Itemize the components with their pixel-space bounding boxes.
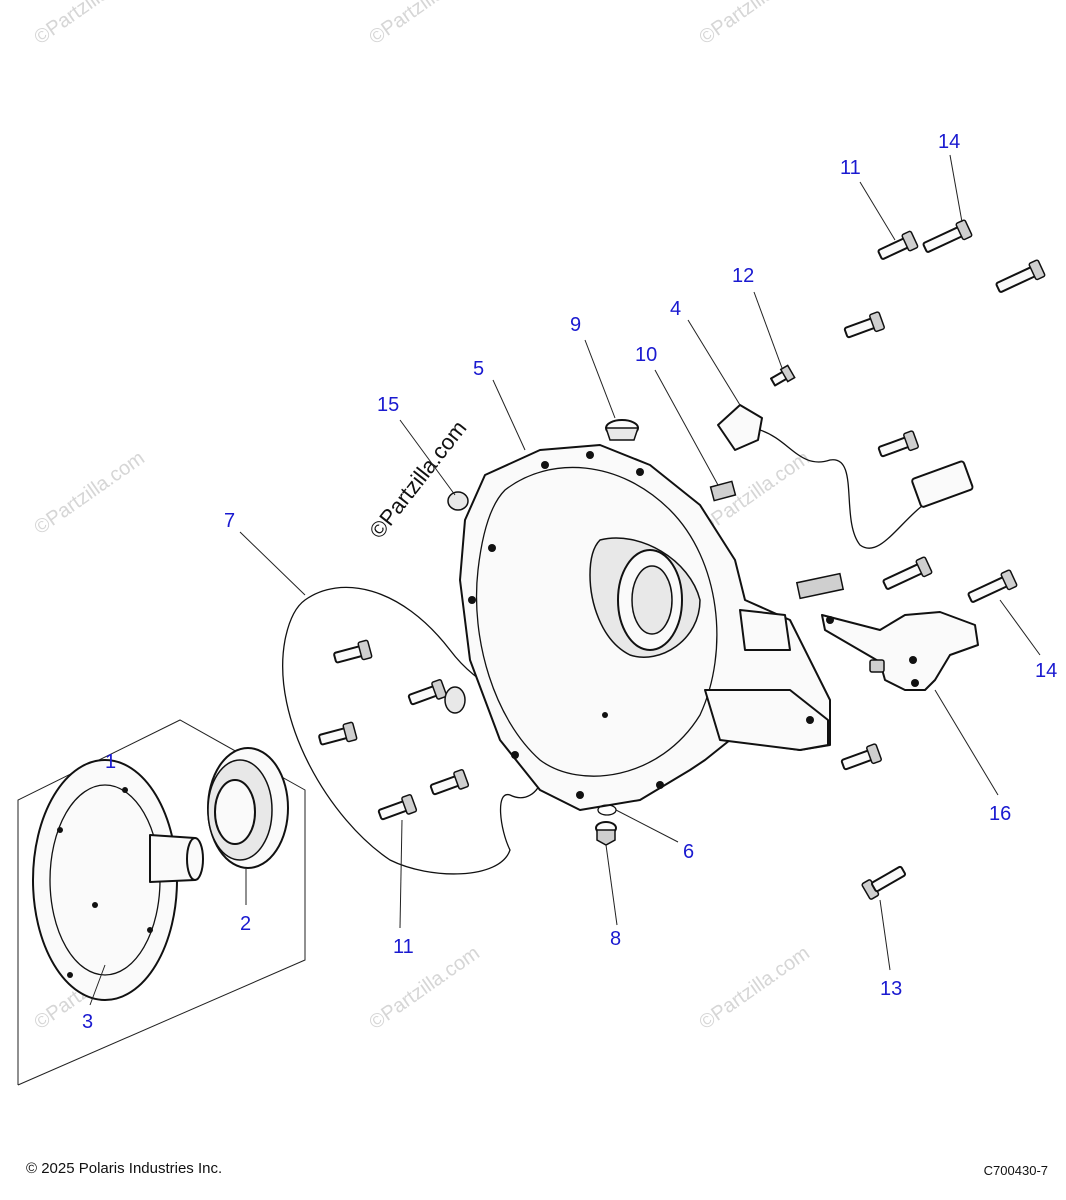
callout-14-top: 14: [938, 131, 960, 153]
figure-code: C700430-7: [983, 1163, 1048, 1178]
watermark: ©Partzilla.com: [30, 0, 148, 49]
bolts-11-left: [318, 639, 470, 821]
callout-11-top: 11: [840, 157, 861, 179]
watermark: ©Partzilla.com: [365, 0, 483, 49]
part-3-flange-shaft: [32, 759, 204, 1001]
callout-8: 8: [610, 928, 621, 950]
watermark: ©Partzilla.com: [30, 447, 148, 539]
watermark-main: ©Partzilla.com: [364, 416, 471, 543]
callout-10: 10: [635, 344, 657, 366]
part-2-bearing: [207, 747, 289, 869]
part-13-bolt: [861, 865, 907, 900]
part-12-bolt: [770, 364, 796, 387]
callout-5: 5: [473, 358, 484, 380]
part-4-sensor: [717, 404, 974, 549]
callout-2: 2: [240, 913, 251, 935]
callout-16: 16: [989, 803, 1011, 825]
watermark: ©Partzilla.com: [695, 0, 813, 49]
bolts-right: [840, 219, 1046, 771]
callout-3: 3: [82, 1011, 93, 1033]
part-9-grommet: [604, 419, 640, 441]
connector-clips: [795, 572, 845, 600]
part-16-bracket: [821, 611, 979, 691]
callout-1: 1: [105, 751, 116, 773]
copyright-text: © 2025 Polaris Industries Inc.: [26, 1160, 223, 1177]
part-5-housing: [459, 444, 831, 811]
callout-13: 13: [880, 978, 902, 1000]
part-15-plug: [447, 491, 469, 511]
part-8-drain-plug: [595, 821, 617, 846]
callout-7: 7: [224, 510, 235, 532]
callout-4: 4: [670, 298, 681, 320]
callout-11-left: 11: [393, 936, 414, 958]
part-7-gasket: [282, 586, 546, 875]
callouts: 1 2 3 4 5 6 7 8 9 10 11 11 12 13 14 14 1…: [82, 131, 1057, 1033]
callout-6: 6: [683, 841, 694, 863]
watermark: ©Partzilla.com: [695, 942, 813, 1034]
callout-12: 12: [732, 265, 754, 287]
watermark: ©Partzilla.com: [365, 942, 483, 1034]
leader-lines: [89, 154, 1041, 1006]
part-10-clip: [709, 480, 737, 502]
callout-9: 9: [570, 314, 581, 336]
callout-15: 15: [377, 394, 399, 416]
callout-14-right: 14: [1035, 660, 1057, 682]
